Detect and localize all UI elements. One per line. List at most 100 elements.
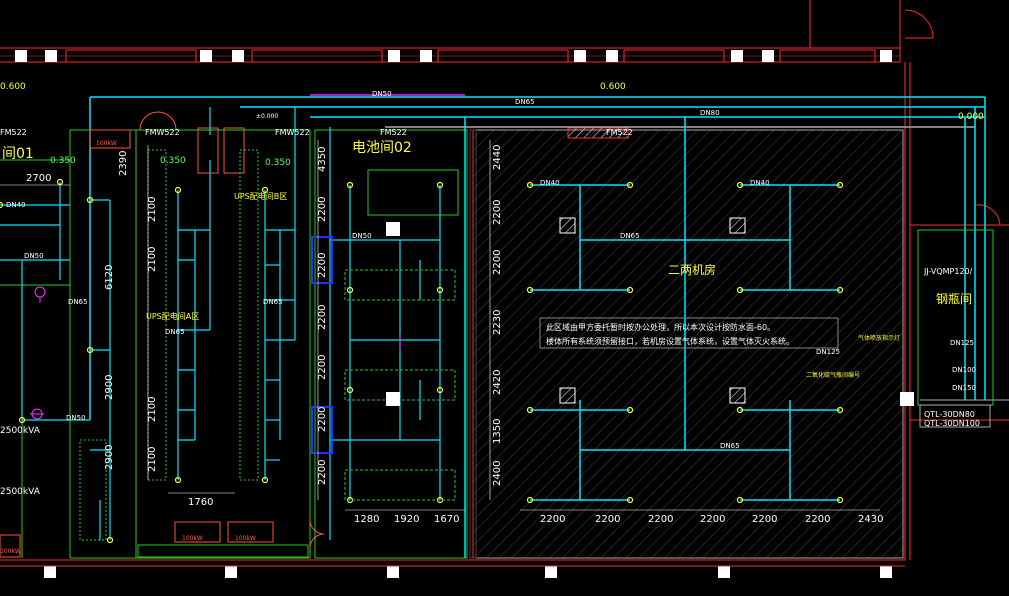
kva-labels: 2500kVA 2500kVA bbox=[0, 426, 41, 497]
note-text: 此区域由甲方委托暂时按办公处理，所以本次设计按防水面-60。 楼体所有系统须预留… bbox=[546, 322, 794, 346]
kw-label-3: 100kW bbox=[235, 535, 256, 542]
dim-4350: 4350 bbox=[317, 147, 328, 172]
dim-2430: 2430 bbox=[858, 514, 883, 525]
pipe-size-labels: DN50 DN65 DN80 DN40 DN50 DN65 DN50 DN65 … bbox=[6, 90, 976, 450]
right-label-1: JJ-VQMP120/ bbox=[923, 267, 973, 276]
elevation-labels: 0.600 0.600 0.000 0.350 0.350 0.350 bbox=[0, 82, 984, 168]
dim-2230: 2230 bbox=[492, 310, 503, 335]
machine-room-hatch bbox=[472, 129, 904, 559]
elevation-4: 0.350 bbox=[50, 156, 76, 166]
top-window-blocks bbox=[15, 50, 892, 62]
vertical-dimensions: 2390 2100 2100 2100 2100 6120 2900 2900 … bbox=[104, 145, 503, 486]
right-wall bbox=[904, 9, 1009, 560]
pipe-label-dn100: DN100 bbox=[952, 366, 976, 374]
room-label-ups-b: UPS配电间B区 bbox=[234, 191, 287, 201]
fm-label-5: FM522 bbox=[606, 128, 633, 137]
kva-label-2: 2500kVA bbox=[0, 487, 41, 497]
machine-room-pipes bbox=[530, 117, 840, 501]
stamp-label: ±0.000 bbox=[256, 113, 278, 120]
elevation-6: 0.350 bbox=[265, 158, 291, 168]
pipe-label-dn40-left: DN40 bbox=[6, 201, 26, 209]
kw-label-4: 100kW bbox=[0, 548, 21, 555]
kva-label-1: 2500kVA bbox=[0, 426, 41, 436]
pipe-label-dn65-ups-a: DN65 bbox=[165, 328, 185, 336]
right-label-2: QTL-30DN80 bbox=[924, 410, 975, 419]
dim-2200-h6: 2200 bbox=[805, 514, 830, 525]
kw-labels: 100kW 100kW 100kW 100kW bbox=[0, 140, 256, 555]
dim-2700: 2700 bbox=[26, 173, 51, 184]
dim-2390: 2390 bbox=[118, 151, 129, 176]
dim-2200-b5: 2200 bbox=[317, 407, 328, 432]
bottom-wall bbox=[0, 399, 1009, 567]
dimension-lines bbox=[0, 140, 880, 511]
right-labels: JJ-VQMP120/ QTL-30DN80 QTL-30DN100 气体喷放指… bbox=[256, 113, 980, 428]
room-label-01: 间01 bbox=[2, 146, 34, 162]
right-label-5: 二氧化碳气瓶间编号 bbox=[806, 371, 860, 379]
dim-2200-b2: 2200 bbox=[317, 253, 328, 278]
dim-1670: 1670 bbox=[434, 514, 459, 525]
pipe-label-dn65-left: DN65 bbox=[68, 298, 88, 306]
doors bbox=[139, 111, 325, 549]
horizontal-dimensions: 2700 1760 1280 1920 1670 2200 2200 2200 … bbox=[26, 173, 883, 525]
dim-2200-b6: 2200 bbox=[317, 460, 328, 485]
pipe-label-dn65-ups-b: DN65 bbox=[263, 298, 283, 306]
pipe-label-dn50-left: DN50 bbox=[24, 252, 44, 260]
room-label-battery02: 电池间02 bbox=[352, 140, 412, 156]
ups-a-pipes bbox=[177, 107, 211, 480]
structural-columns bbox=[559, 127, 746, 404]
top-window-frames bbox=[65, 49, 876, 63]
pipe-label-dn150: DN150 bbox=[952, 384, 976, 392]
dim-2200-b3: 2200 bbox=[317, 305, 328, 330]
dim-2200-h2: 2200 bbox=[595, 514, 620, 525]
elevation-2: 0.600 bbox=[600, 82, 626, 92]
dim-2400: 2400 bbox=[492, 461, 503, 486]
dim-2100-a4: 2100 bbox=[147, 447, 158, 472]
ups-b-pipes bbox=[264, 107, 296, 480]
kw-label-2: 100kW bbox=[182, 535, 203, 542]
room-label-ups-a: UPS配电间A区 bbox=[146, 311, 199, 321]
dim-2200-h3: 2200 bbox=[648, 514, 673, 525]
kw-label-1: 100kW bbox=[96, 140, 117, 147]
dim-2200-h4: 2200 bbox=[700, 514, 725, 525]
left-room-pipes bbox=[0, 182, 111, 540]
pipe-label-dn50-left2: DN50 bbox=[66, 414, 86, 422]
dim-2440: 2440 bbox=[492, 145, 503, 170]
fm-label-4: FM522 bbox=[380, 128, 407, 137]
elevation-3: 0.000 bbox=[958, 112, 984, 122]
dim-2100-a1: 2100 bbox=[147, 197, 158, 222]
right-label-4: 气体喷放指示灯 bbox=[858, 334, 900, 342]
room-label-steel: 钢瓶间 bbox=[936, 292, 972, 306]
pipe-label-dn65-machine: DN65 bbox=[620, 232, 640, 240]
note-line-1: 此区域由甲方委托暂时按办公处理，所以本次设计按防水面-60。 bbox=[546, 322, 775, 332]
room-labels: 间01 电池间02 UPS配电间B区 UPS配电间A区 二两机房 钢瓶间 bbox=[2, 140, 972, 321]
battery-room-pipes bbox=[329, 127, 441, 540]
room-label-machine: 二两机房 bbox=[668, 262, 716, 277]
dim-1920: 1920 bbox=[394, 514, 419, 525]
dim-2100-a2: 2100 bbox=[147, 247, 158, 272]
pipe-label-dn50-top: DN50 bbox=[372, 90, 392, 98]
dim-1760: 1760 bbox=[188, 497, 213, 508]
pipe-label-dn125: DN125 bbox=[950, 339, 974, 347]
fm-label-1: FM522 bbox=[0, 128, 27, 137]
main-pipes bbox=[89, 94, 986, 558]
dim-2200-b1: 2200 bbox=[317, 197, 328, 222]
pipe-label-dn65-m3: DN65 bbox=[720, 442, 740, 450]
dim-2200-c1: 2200 bbox=[492, 200, 503, 225]
dim-2200-h1: 2200 bbox=[540, 514, 565, 525]
dim-2200-c2: 2200 bbox=[492, 250, 503, 275]
dim-1280: 1280 bbox=[354, 514, 379, 525]
pipe-label-dn50-battery: DN50 bbox=[352, 232, 372, 240]
dim-2200-h5: 2200 bbox=[752, 514, 777, 525]
dim-6120: 6120 bbox=[104, 265, 115, 290]
magenta-symbols bbox=[30, 286, 401, 420]
dim-2100-a3: 2100 bbox=[147, 397, 158, 422]
pipe-label-dn40-m2: DN40 bbox=[750, 179, 770, 187]
dim-2900-a: 2900 bbox=[104, 375, 115, 400]
dim-2900-b: 2900 bbox=[104, 445, 115, 470]
elevation-5: 0.350 bbox=[160, 156, 186, 166]
pipe-label-dn65-top: DN65 bbox=[515, 98, 535, 106]
right-label-3: QTL-30DN100 bbox=[924, 419, 980, 428]
pipe-label-dn80-top: DN80 bbox=[700, 109, 720, 117]
dim-2200-b4: 2200 bbox=[317, 355, 328, 380]
